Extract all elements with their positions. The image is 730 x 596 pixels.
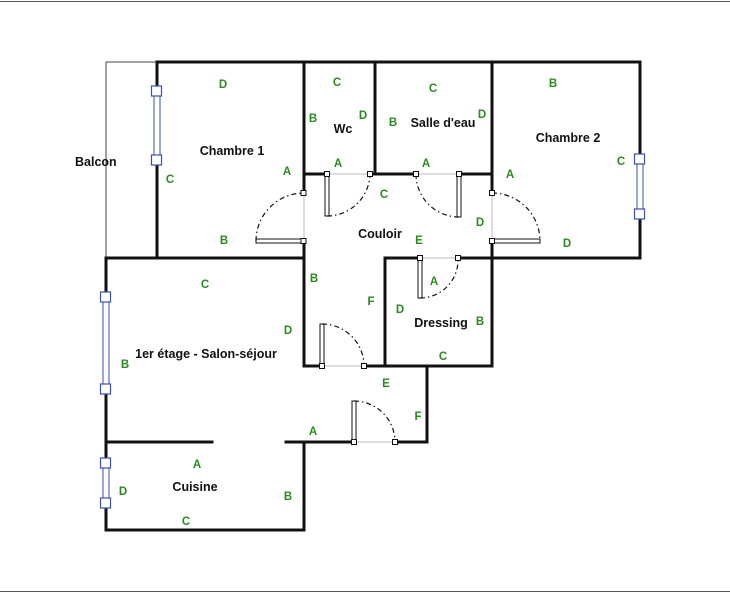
wall-letter: A	[506, 169, 514, 181]
wall-letter: C	[333, 77, 341, 89]
wall-letter: A	[193, 459, 201, 471]
room-label-wc: Wc	[334, 122, 353, 136]
room-label-cuisine: Cuisine	[172, 480, 217, 494]
wall-letter: D	[478, 109, 486, 121]
door-salle-eau	[413, 171, 462, 218]
room-label-salle-eau: Salle d'eau	[411, 116, 476, 130]
window-chambre1	[150, 85, 163, 166]
wall-letter: B	[476, 316, 484, 328]
room-label-couloir: Couloir	[358, 227, 402, 241]
door-entrance	[351, 400, 398, 445]
wall-letter: D	[359, 110, 367, 122]
door-chambre1	[255, 190, 307, 244]
window-salon	[99, 291, 112, 395]
wall-letter: C	[429, 83, 437, 95]
wall-letter: C	[617, 156, 625, 168]
wall-letter: D	[476, 217, 484, 229]
room-label-salon: 1er étage - Salon-séjour	[135, 347, 277, 361]
wall-letter: B	[121, 359, 129, 371]
wall-letter: D	[563, 238, 571, 250]
wall-letter: D	[219, 79, 227, 91]
room-label-dressing: Dressing	[414, 316, 468, 330]
wall-letter: A	[283, 166, 291, 178]
balcony-outline	[105, 61, 157, 258]
wall-letter: E	[415, 235, 423, 247]
wall-letter: E	[382, 378, 390, 390]
wall-letter: A	[334, 158, 342, 170]
wall-letter: B	[284, 491, 292, 503]
door-openings	[303, 173, 493, 443]
wall-letter: A	[430, 276, 438, 288]
window-chambre2	[633, 153, 646, 220]
wall-letter: C	[166, 174, 174, 186]
door-chambre2	[489, 190, 541, 244]
wall-letter: B	[220, 235, 228, 247]
wall-letter: A	[422, 158, 430, 170]
door-salon	[319, 323, 367, 369]
wall-letter: B	[549, 78, 557, 90]
wall-letter: C	[201, 279, 209, 291]
wall-letter: D	[284, 325, 292, 337]
wall-letter: A	[309, 426, 317, 438]
wall-letter: F	[367, 296, 374, 308]
door-wc	[324, 171, 373, 217]
room-label-balcon: Balcon	[75, 155, 117, 169]
room-label-chambre1: Chambre 1	[200, 144, 265, 158]
wall-letter: B	[389, 117, 397, 129]
wall-letter: D	[396, 304, 404, 316]
wall-letter: B	[309, 113, 317, 125]
wall-letter: B	[310, 273, 318, 285]
wall-letter: C	[182, 516, 190, 528]
door-dressing	[417, 255, 461, 299]
wall-letter: C	[380, 189, 388, 201]
wall-letter: F	[414, 411, 421, 423]
window-cuisine	[99, 457, 112, 509]
room-label-chambre2: Chambre 2	[536, 131, 601, 145]
wall-letter: D	[119, 486, 127, 498]
wall-letters: D C A B C B D A C B D A B A C D C E B F …	[119, 77, 625, 528]
wall-letter: C	[439, 351, 447, 363]
room-labels: Balcon Chambre 1 Wc Salle d'eau Chambre …	[75, 116, 600, 494]
